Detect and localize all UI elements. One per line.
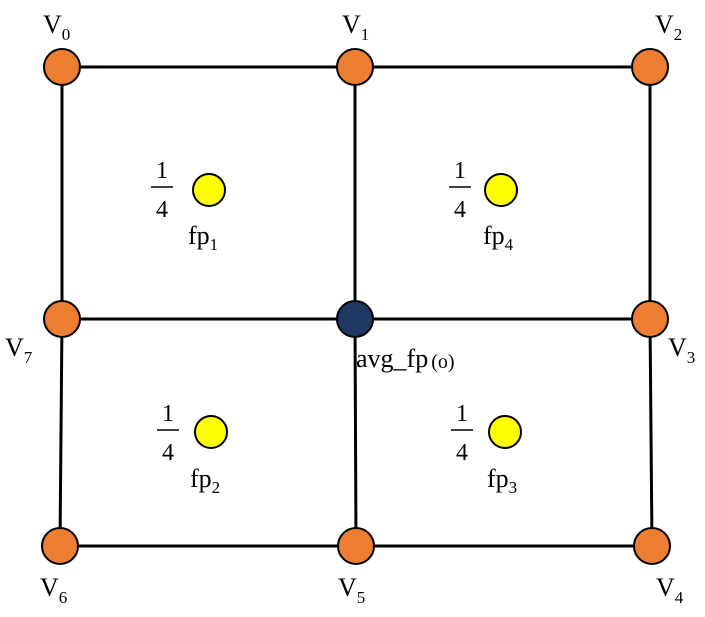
vertex-v3 — [631, 300, 669, 338]
face-point-fp4 — [484, 173, 518, 207]
vertex-points — [41, 48, 671, 565]
vertex-v1 — [336, 48, 374, 86]
center-point — [336, 300, 374, 338]
vertex-v0 — [43, 48, 81, 86]
face-point-fp2 — [194, 415, 228, 449]
vertex-labels: V0 V1 V2 V7 V3 V6 V5 V4 — [5, 10, 695, 607]
label-v4: V4 — [656, 573, 684, 607]
vertex-v7 — [43, 300, 81, 338]
label-v0: V0 — [43, 10, 70, 44]
vertex-v2 — [631, 48, 669, 86]
center-label: avg_fp(o) — [356, 344, 455, 373]
label-fp3: fp3 — [487, 464, 517, 497]
label-v3: V3 — [668, 333, 695, 367]
fraction-fp2-numerator: 1 — [162, 401, 174, 427]
label-v5: V5 — [338, 573, 365, 607]
vertex-v6 — [41, 527, 79, 565]
edge-center-v5 — [353, 318, 358, 547]
label-fp1: fp1 — [188, 221, 218, 254]
face-point-labels: 1 4 fp1 1 4 fp4 1 4 fp2 1 4 fp3 — [151, 158, 517, 497]
label-fp4: fp4 — [483, 221, 514, 254]
label-fp2: fp2 — [190, 464, 220, 497]
label-v2: V2 — [655, 10, 682, 44]
face-point-fp1 — [192, 173, 226, 207]
label-v1: V1 — [342, 10, 369, 44]
fraction-fp3-denominator: 4 — [456, 440, 468, 466]
fraction-fp4-denominator: 4 — [454, 197, 466, 223]
label-v7: V7 — [5, 333, 33, 367]
fraction-fp2-denominator: 4 — [162, 440, 174, 466]
vertex-v4 — [633, 527, 671, 565]
vertex-v5 — [337, 527, 375, 565]
label-v6: V6 — [40, 573, 67, 607]
face-points — [192, 173, 522, 449]
edge-v3-v4 — [648, 318, 654, 547]
fraction-fp1-numerator: 1 — [156, 158, 168, 184]
edge-v7-v6 — [58, 318, 64, 547]
fraction-fp1-denominator: 4 — [156, 197, 168, 223]
grid-edges — [58, 65, 654, 548]
fraction-fp3-numerator: 1 — [456, 401, 468, 427]
face-point-fp3 — [488, 415, 522, 449]
fraction-fp4-numerator: 1 — [454, 158, 466, 184]
